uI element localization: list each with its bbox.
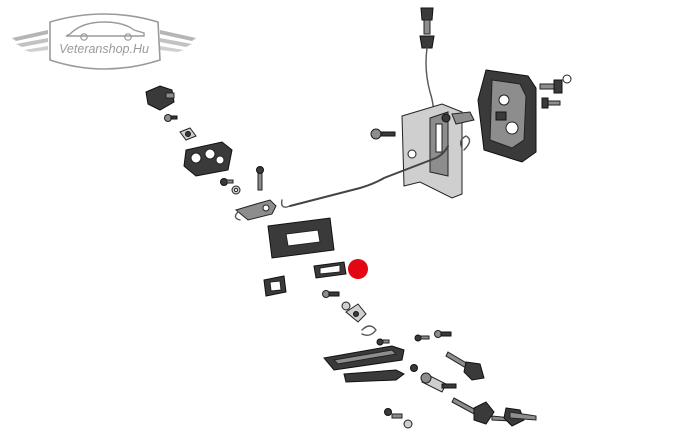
washer-1 — [231, 185, 241, 195]
small-screw-1 — [164, 114, 178, 122]
key-2-icon — [451, 397, 495, 425]
outer-door-handle — [323, 345, 405, 371]
logo-car-wheel-front — [80, 33, 88, 41]
lock-mount-screw-1 — [539, 74, 572, 94]
small-screw-2 — [220, 178, 234, 186]
lever-arm — [234, 199, 277, 221]
lock-cylinder-insert — [410, 364, 418, 372]
spring-washer — [341, 301, 351, 311]
lock-mechanism-housing — [477, 69, 537, 163]
lock-plate — [183, 141, 233, 177]
screw-lower-1 — [322, 290, 340, 298]
remote-button-cap — [145, 85, 175, 111]
logo-right-wing — [160, 30, 196, 52]
lock-pawl — [345, 303, 367, 323]
veteranshop-logo[interactable]: Veteranshop.Hu — [12, 13, 196, 70]
screw-lower-3 — [414, 334, 430, 342]
screw-lower-2 — [376, 338, 390, 346]
key-3-icon — [491, 407, 537, 427]
handle-gasket-large — [267, 217, 335, 259]
red-marker-dot — [348, 259, 368, 279]
handle-gasket-small — [263, 275, 287, 297]
grommet — [179, 127, 197, 141]
rod-clip — [441, 111, 475, 125]
lock-knob — [419, 7, 435, 49]
handle-gasket-medium — [313, 261, 347, 279]
lock-cylinder — [420, 372, 457, 393]
linkage-hook — [459, 135, 471, 151]
retaining-clip — [361, 325, 377, 337]
linkage-rod — [289, 145, 449, 207]
logo-left-wing — [12, 30, 48, 52]
logo-text: Veteranshop.Hu — [59, 42, 149, 56]
screw-bottom — [384, 408, 413, 429]
bracket-screw — [370, 128, 396, 140]
screw-vertical — [256, 166, 264, 191]
handle-trim-strip — [343, 369, 405, 383]
key-1-icon — [445, 351, 485, 381]
screw-lower-4 — [434, 330, 452, 338]
lock-bracket-plate — [401, 103, 463, 199]
logo-car-icon — [65, 21, 145, 37]
logo-car-wheel-rear — [124, 33, 132, 41]
linkage-rod-end — [280, 199, 291, 208]
lock-mount-screw-2 — [541, 97, 561, 109]
